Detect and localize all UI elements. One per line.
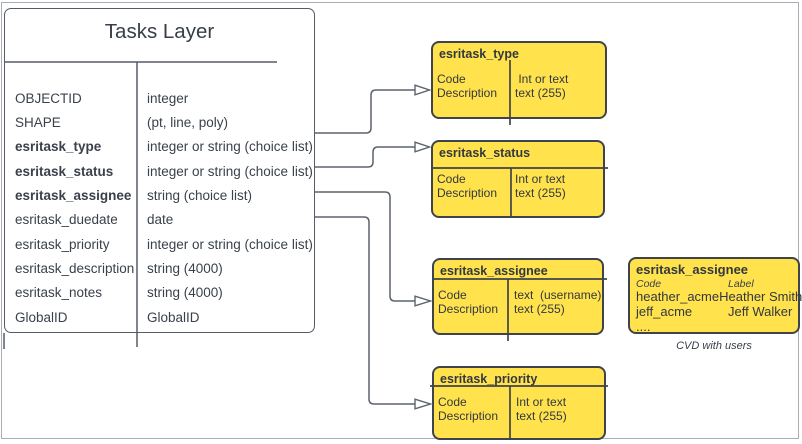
- field-name: OBJECTID: [15, 90, 82, 106]
- field-type: date: [147, 212, 174, 228]
- cvd-label: Heather Smith: [719, 289, 802, 304]
- cell-line: text (username): [514, 288, 602, 302]
- domain-box-title: esritask_status: [439, 146, 531, 160]
- cell-line: Code: [437, 172, 466, 186]
- tasks-layer-rows: OBJECTID integer SHAPE (pt, line, poly) es…: [5, 86, 314, 329]
- field-type: (pt, line, poly): [147, 115, 229, 131]
- domain-box-title: esritask_priority: [440, 372, 538, 386]
- table-row: esritask_status integer or string (choice…: [5, 159, 314, 183]
- cell-line: Int or text: [515, 72, 569, 86]
- field-type: integer or string (choice list): [147, 163, 313, 179]
- connector-esritask-assignee: [315, 191, 415, 302]
- domain-box-right-cell: text (username)text (255): [514, 288, 602, 316]
- table-row: esritask_description string (4000): [5, 256, 314, 280]
- table-row: esritask_duedate date: [5, 208, 314, 232]
- field-name: esritask_type: [15, 139, 102, 155]
- cell-line: Description: [437, 185, 498, 200]
- arrowhead-icon: [414, 295, 433, 307]
- cell-line: text (255): [514, 301, 565, 316]
- field-name: esritask_description: [15, 261, 135, 277]
- field-name: SHAPE: [15, 115, 61, 131]
- field-type: GlobalID: [147, 309, 200, 325]
- cell-line: text (255): [515, 185, 566, 200]
- table-row: OBJECTID integer: [5, 86, 314, 110]
- field-name: esritask_notes: [15, 285, 103, 301]
- cell-line: Code: [438, 288, 467, 302]
- arrowhead-icon: [414, 84, 432, 96]
- cvd-row: ....: [636, 318, 794, 335]
- field-type: integer or string (choice list): [147, 139, 313, 155]
- cell-line: Code: [437, 72, 466, 86]
- field-type: string (4000): [147, 261, 223, 277]
- cvd-code: ....: [636, 318, 651, 334]
- arrowhead-icon: [414, 141, 432, 153]
- cvd-code: jeff_acme: [636, 303, 693, 319]
- cvd-box-body: Code Label heather_acme Heather Smith je…: [636, 278, 802, 335]
- table-row: esritask_type integer or string (choice l…: [5, 135, 314, 159]
- cvd-code: heather_acme: [636, 289, 720, 304]
- field-type: string (4000): [147, 285, 223, 301]
- field-type: string (choice list): [147, 188, 253, 204]
- field-type: integer or string (choice list): [147, 236, 313, 252]
- arrowhead-icon: [414, 398, 433, 410]
- cell-line: text (255): [515, 85, 566, 100]
- cell-line: Description: [438, 301, 499, 316]
- field-type: integer: [147, 90, 189, 106]
- cell-line: Int or text: [516, 395, 567, 409]
- cvd-header-code: Code: [636, 278, 662, 290]
- domain-box-title: esritask_type: [439, 47, 519, 61]
- cvd-header-label: Label: [728, 278, 754, 290]
- cvd-users-box: esritask_assignee Code Label heather_acm…: [628, 257, 802, 335]
- cell-line: Description: [437, 85, 498, 100]
- table-row: esritask_notes string (4000): [5, 281, 314, 305]
- table-row: GlobalID GlobalID: [5, 305, 314, 329]
- connector-esritask-priority: [315, 216, 415, 405]
- connector-esritask-type: [315, 89, 415, 134]
- field-name: esritask_duedate: [15, 212, 118, 228]
- cell-line: text (255): [516, 408, 567, 423]
- cell-line: Description: [438, 408, 499, 423]
- table-row: SHAPE (pt, line, poly): [5, 110, 314, 134]
- cvd-caption: CVD with users: [676, 340, 752, 352]
- cell-line: Int or text: [515, 172, 566, 186]
- connector-esritask-status: [315, 146, 415, 168]
- table-row: esritask_assignee string (choice list): [5, 183, 314, 207]
- field-name: esritask_priority: [15, 236, 110, 252]
- cvd-row: jeff_acme Jeff Walker: [636, 303, 794, 320]
- table-row: esritask_priority integer or string (choi…: [5, 232, 314, 256]
- cvd-header-row: Code Label: [636, 278, 794, 290]
- cvd-label: [728, 320, 794, 335]
- cell-line: Code: [438, 395, 467, 409]
- domain-box-title: esritask_assignee: [440, 264, 548, 278]
- cvd-box-title: esritask_assignee: [636, 262, 749, 277]
- field-name: esritask_assignee: [15, 188, 132, 204]
- tasks-layer-table: Tasks Layer OBJECTID integer SHAPE (pt, li…: [4, 8, 315, 333]
- field-name: esritask_status: [15, 163, 114, 179]
- tasks-layer-title: Tasks Layer: [104, 20, 215, 43]
- field-name: GlobalID: [15, 309, 68, 325]
- cvd-row: heather_acme Heather Smith: [636, 289, 802, 305]
- cvd-label: Jeff Walker: [728, 303, 793, 319]
